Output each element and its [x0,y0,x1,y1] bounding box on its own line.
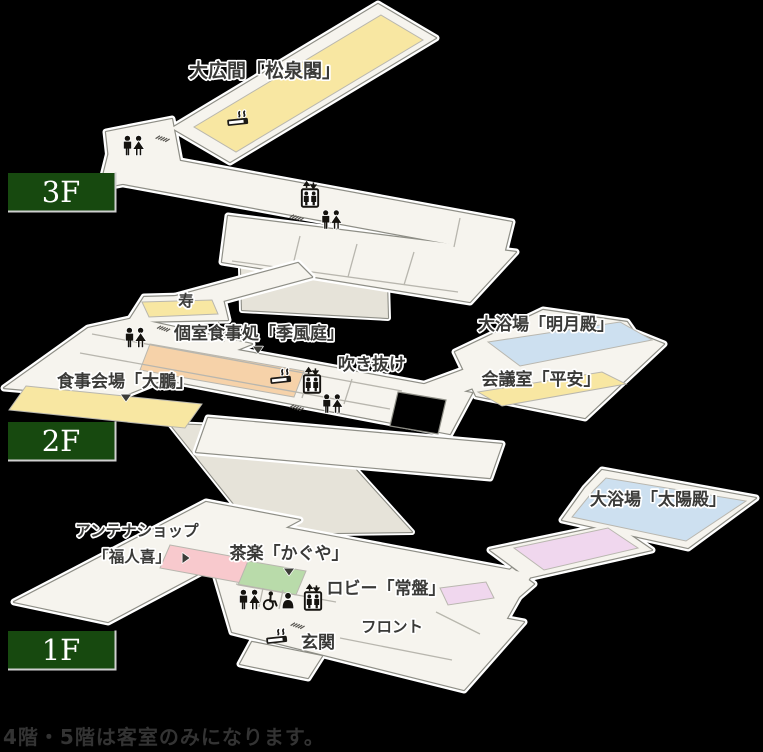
floor-1f: アンテナショップ 「福人喜」 茶楽「かぐや」 ロビー「常盤」 フロント 玄関 大… [8,470,756,690]
room-shosenkaku [193,14,424,153]
room-label-kotobuki: 寿 [178,291,194,310]
room-label-kifutei: 個室食事処「季風庭」 [173,323,344,344]
atrium-opening [389,391,447,435]
floor-3f: 大広間「松泉閣」 3F [8,4,516,318]
floor-3f-dividers [231,217,461,293]
floor-2f: 寿 個室食事処「季風庭」 吹き抜け 食事会場「大鵬」 大浴場「明月殿」 会議室「… [4,263,664,534]
room-kotobuki [141,299,219,318]
room-label-taiyoden: 大浴場「太陽殿」 [590,489,726,510]
room-meigetsuden [486,321,654,367]
room-kifutei [139,343,305,398]
label-fukinuke: 吹き抜け [338,354,406,375]
room-taiyoden [571,477,748,542]
room-heian [476,371,628,407]
room-label-heian: 会議室「平安」 [482,369,601,390]
floor-badge-2f-label: 2F [42,424,81,458]
floor-note: 4階・5階は客室のみになります。 [3,725,325,749]
floor-badge-3f: 3F [8,172,117,213]
floor-badge-1f: 1F [8,630,117,671]
room-label-meigetsuden: 大浴場「明月殿」 [478,314,614,335]
room-label-shosenkaku: 大広間「松泉閣」 [189,59,341,82]
elevator-icon [300,181,320,208]
room-label-lobby: ロビー「常盤」 [327,578,446,599]
room-label-taiho: 食事会場「大鵬」 [57,371,193,392]
room-taiho [8,385,203,429]
floor-badge-3f-label: 3F [42,175,81,209]
room-label-fukujinki: 「福人喜」 [93,547,171,566]
floor-badge-1f-label: 1F [42,633,81,667]
label-front-desk: フロント [361,617,423,636]
label-entrance: 玄関 [301,632,335,653]
floor-badge-2f: 2F [8,421,117,462]
room-annex [512,527,640,571]
room-small-annex [439,581,495,606]
elevator-icon [302,367,322,394]
room-label-saraku: 茶楽「かぐや」 [230,543,349,564]
elevator-icon [303,584,323,611]
room-label-antenna-shop: アンテナショップ [75,521,199,540]
